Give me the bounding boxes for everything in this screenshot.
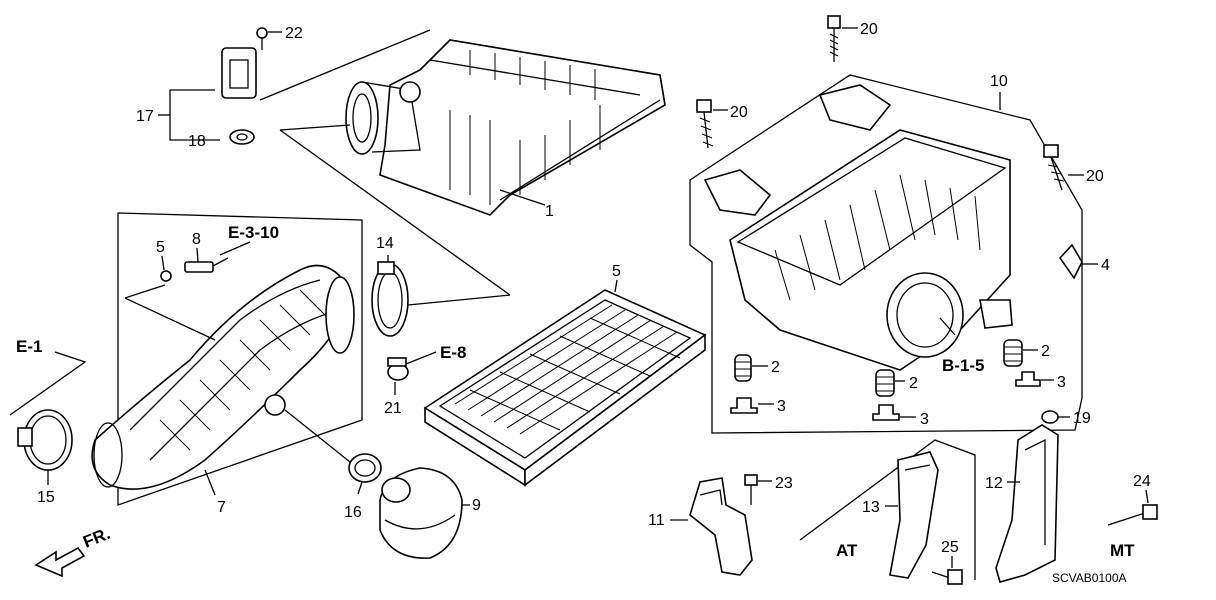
collar-3-right — [1015, 371, 1041, 387]
air-cleaner-case — [703, 84, 1013, 371]
stay-13 — [889, 451, 939, 579]
hose-clamp-14 — [371, 261, 409, 337]
bolt-20-top — [827, 15, 841, 62]
tube-clip-21 — [387, 357, 409, 381]
callout-16: 16 — [344, 504, 362, 521]
callout-8: 8 — [192, 231, 201, 248]
callout-20-top: 20 — [860, 21, 878, 38]
front-label: FR. — [80, 524, 113, 552]
callout-3-right: 3 — [1057, 374, 1066, 391]
callout-24: 24 — [1133, 473, 1151, 490]
leader-cover-sensor — [259, 29, 431, 101]
callout-14: 14 — [376, 235, 394, 252]
clip-4 — [1058, 243, 1083, 280]
callout-21: 21 — [384, 400, 402, 417]
resonator — [379, 467, 463, 559]
callout-1: 1 — [545, 203, 554, 220]
callout-15: 15 — [37, 489, 55, 506]
callout-20-left: 20 — [730, 104, 748, 121]
nut-19 — [1041, 410, 1059, 424]
bolt-24 — [1107, 504, 1158, 526]
bolt-23 — [744, 474, 758, 505]
joint-fitting — [160, 257, 229, 282]
hose-clamp-15 — [17, 409, 73, 471]
sensor-seal — [229, 129, 255, 145]
leader-1 — [499, 189, 546, 206]
air-cleaner-cover — [345, 39, 666, 216]
intake-duct-group-outline — [117, 212, 363, 506]
callout-20-right: 20 — [1086, 168, 1104, 185]
intake-duct — [91, 264, 355, 490]
collar-3-left — [730, 397, 758, 414]
air-filter-element — [423, 289, 707, 487]
callout-3-left: 3 — [777, 398, 786, 415]
callout-17: 17 — [136, 108, 154, 125]
bracket-11 — [689, 477, 753, 576]
callout-13: 13 — [862, 499, 880, 516]
callout-10: 10 — [990, 73, 1008, 90]
callout-2-mid: 2 — [909, 375, 918, 392]
callout-22: 22 — [285, 25, 303, 42]
leader-cover-duct — [279, 124, 351, 131]
callout-3-mid: 3 — [920, 411, 929, 428]
bolt-20-right — [1043, 144, 1065, 191]
air-cleaner-case-group-outline — [689, 74, 1083, 434]
grommet-2-left — [734, 354, 752, 382]
leader-cover-clamp — [279, 129, 511, 296]
ref-e1: E-1 — [16, 337, 42, 356]
ref-e3-10: E-3-10 — [228, 223, 279, 242]
grommet-2-right — [1003, 339, 1023, 367]
ref-e8: E-8 — [440, 343, 466, 362]
diagram-code: SCVAB0100A — [1052, 571, 1127, 585]
callout-4: 4 — [1101, 257, 1110, 274]
bolt-25 — [931, 569, 963, 585]
callout-12: 12 — [985, 475, 1003, 492]
callout-2-right: 2 — [1041, 343, 1050, 360]
bolt-20-left — [696, 99, 714, 149]
callout-2-left: 2 — [771, 359, 780, 376]
callout-18: 18 — [188, 133, 206, 150]
mt-label: MT — [1110, 541, 1135, 560]
hose-clamp-16 — [348, 453, 382, 483]
callout-25: 25 — [941, 539, 959, 556]
ref-b1-5: B-1-5 — [942, 356, 985, 375]
callout-23: 23 — [775, 475, 793, 492]
callout-9: 9 — [472, 497, 481, 514]
callout-7: 7 — [217, 499, 226, 516]
grommet-2-mid — [875, 369, 895, 397]
stay-12 — [995, 424, 1059, 583]
callout-5: 5 — [612, 263, 621, 280]
collar-3-mid — [872, 404, 900, 421]
callout-11: 11 — [648, 512, 665, 529]
maf-sensor — [221, 27, 268, 145]
callout-5-small: 5 — [156, 239, 165, 256]
screw-22 — [256, 27, 268, 39]
front-arrow-icon — [34, 546, 86, 578]
at-bracket-outline — [799, 439, 976, 580]
at-label: AT — [836, 541, 858, 560]
callout-19: 19 — [1073, 410, 1091, 427]
